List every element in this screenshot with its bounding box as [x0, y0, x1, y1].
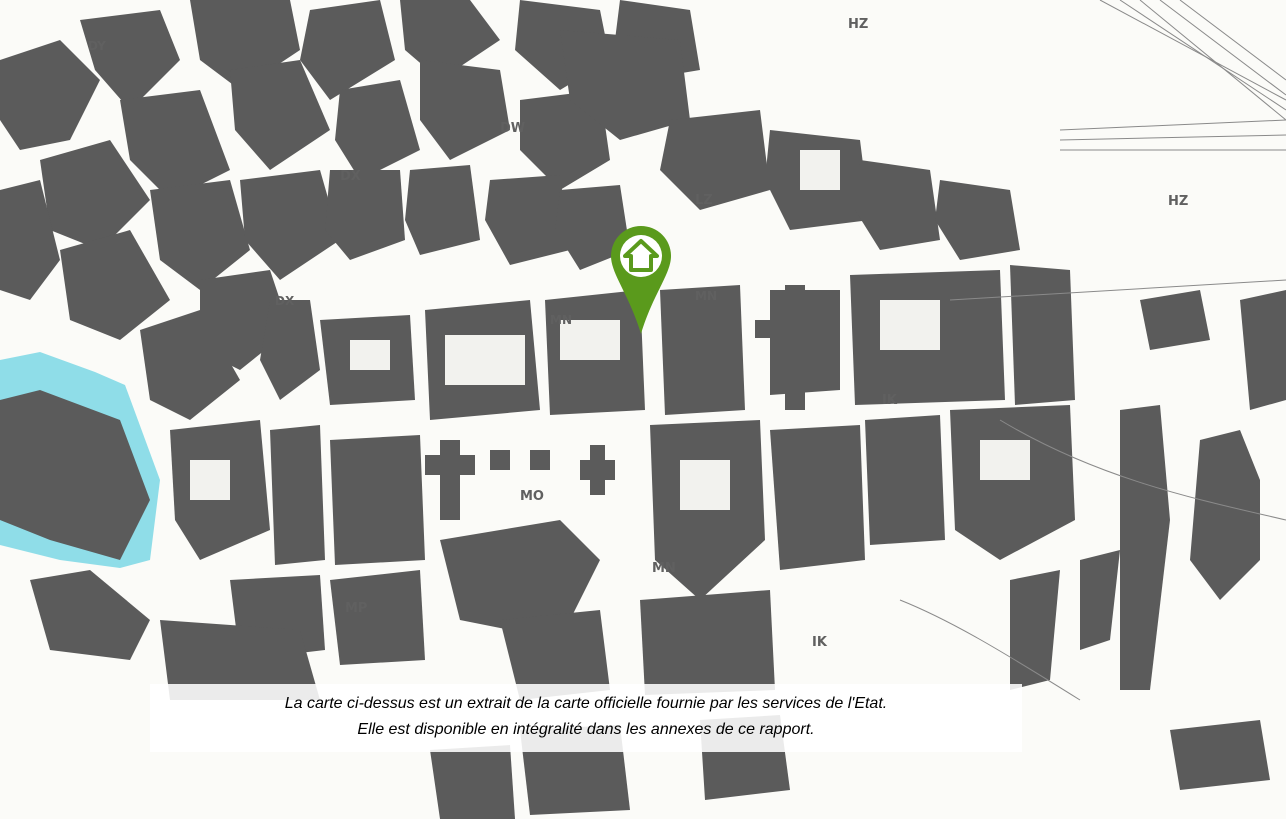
caption-line-2: Elle est disponible en intégralité dans … — [357, 721, 815, 738]
zone-label: MP — [345, 601, 367, 616]
zone-label: IK — [812, 635, 828, 650]
zone-label: HZ — [848, 17, 868, 32]
zone-label: MO — [520, 489, 544, 504]
map-caption: La carte ci-dessus est un extrait de la … — [150, 684, 1022, 752]
home-marker-icon[interactable] — [611, 226, 671, 334]
zone-label: DX — [340, 169, 361, 184]
zone-label: MN — [695, 289, 717, 303]
zone-label: DX — [275, 294, 295, 308]
zone-label: LZ — [695, 193, 713, 208]
zone-label: DW — [500, 121, 525, 136]
caption-line-1: La carte ci-dessus est un extrait de la … — [284, 695, 888, 712]
zone-label: HZ — [1168, 194, 1188, 209]
courtyards — [190, 150, 1030, 510]
zone-label: IK — [882, 393, 898, 408]
zone-label: DY — [88, 39, 106, 53]
zone-label: MN — [652, 561, 676, 576]
square-mo — [425, 440, 615, 520]
cross-building — [755, 285, 835, 410]
railway-lines — [899, 0, 1286, 701]
zone-label: MN — [550, 313, 572, 327]
zone-labels: DY DX DW HZ HZ LZ MN MO MN MP IK IK MN D… — [88, 17, 1188, 650]
